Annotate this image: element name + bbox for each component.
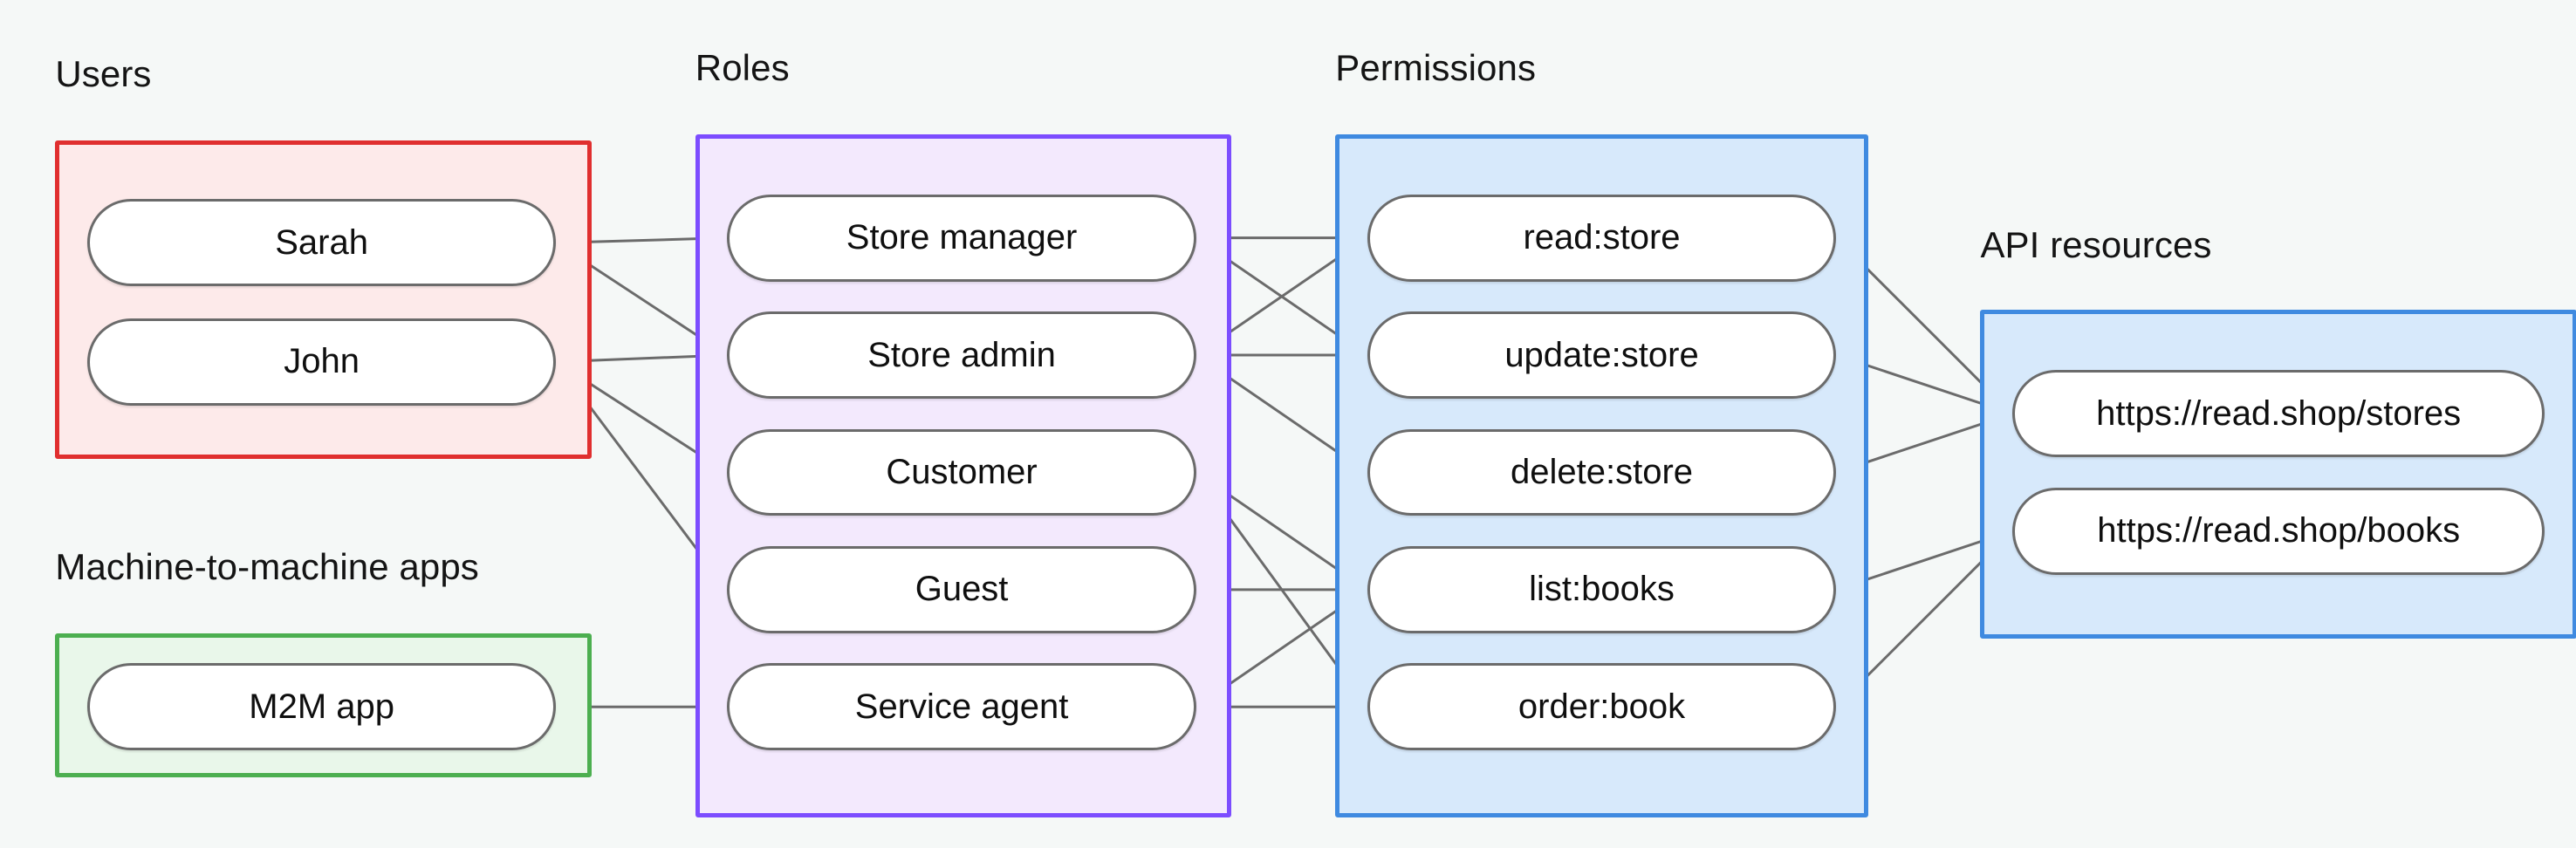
- node-read-shop-books[interactable]: https://read.shop/books: [2011, 487, 2545, 575]
- node-label: read:store: [1523, 218, 1681, 257]
- group-title-users: Users: [55, 53, 152, 95]
- group-title-roles: Roles: [695, 46, 790, 88]
- group-title-m2m: Machine-to-machine apps: [55, 545, 479, 587]
- node-read-store[interactable]: read:store: [1367, 194, 1837, 282]
- node-label: https://read.shop/books: [2097, 511, 2461, 551]
- node-label: M2M app: [249, 687, 394, 726]
- node-label: Sarah: [275, 222, 368, 262]
- node-sarah[interactable]: Sarah: [86, 199, 557, 287]
- node-label: update:store: [1504, 335, 1699, 374]
- node-store-manager[interactable]: Store manager: [727, 194, 1196, 282]
- node-delete-store[interactable]: delete:store: [1367, 428, 1837, 516]
- node-label: delete:store: [1511, 452, 1694, 491]
- node-label: Store admin: [867, 335, 1056, 374]
- node-label: Service agent: [854, 687, 1069, 726]
- node-john[interactable]: John: [86, 318, 557, 406]
- node-label: John: [284, 342, 360, 381]
- node-label: Store manager: [846, 218, 1078, 257]
- group-title-permissions: Permissions: [1335, 46, 1537, 88]
- group-title-resources: API resources: [1980, 224, 2212, 266]
- node-order-book[interactable]: order:book: [1367, 663, 1837, 751]
- group-box-resources: [1980, 310, 2576, 639]
- node-update-store[interactable]: update:store: [1367, 311, 1837, 399]
- group-box-users: [55, 140, 592, 460]
- node-m2m-app[interactable]: M2M app: [86, 663, 557, 751]
- node-label: Customer: [886, 452, 1038, 491]
- node-customer[interactable]: Customer: [727, 428, 1196, 516]
- node-label: order:book: [1518, 687, 1686, 726]
- node-service-agent[interactable]: Service agent: [727, 663, 1196, 751]
- node-label: list:books: [1529, 570, 1675, 609]
- node-list-books[interactable]: list:books: [1367, 545, 1837, 633]
- node-label: https://read.shop/stores: [2096, 393, 2462, 433]
- node-store-admin[interactable]: Store admin: [727, 311, 1196, 399]
- node-read-shop-stores[interactable]: https://read.shop/stores: [2011, 370, 2545, 458]
- node-label: Guest: [915, 570, 1009, 609]
- node-guest[interactable]: Guest: [727, 545, 1196, 633]
